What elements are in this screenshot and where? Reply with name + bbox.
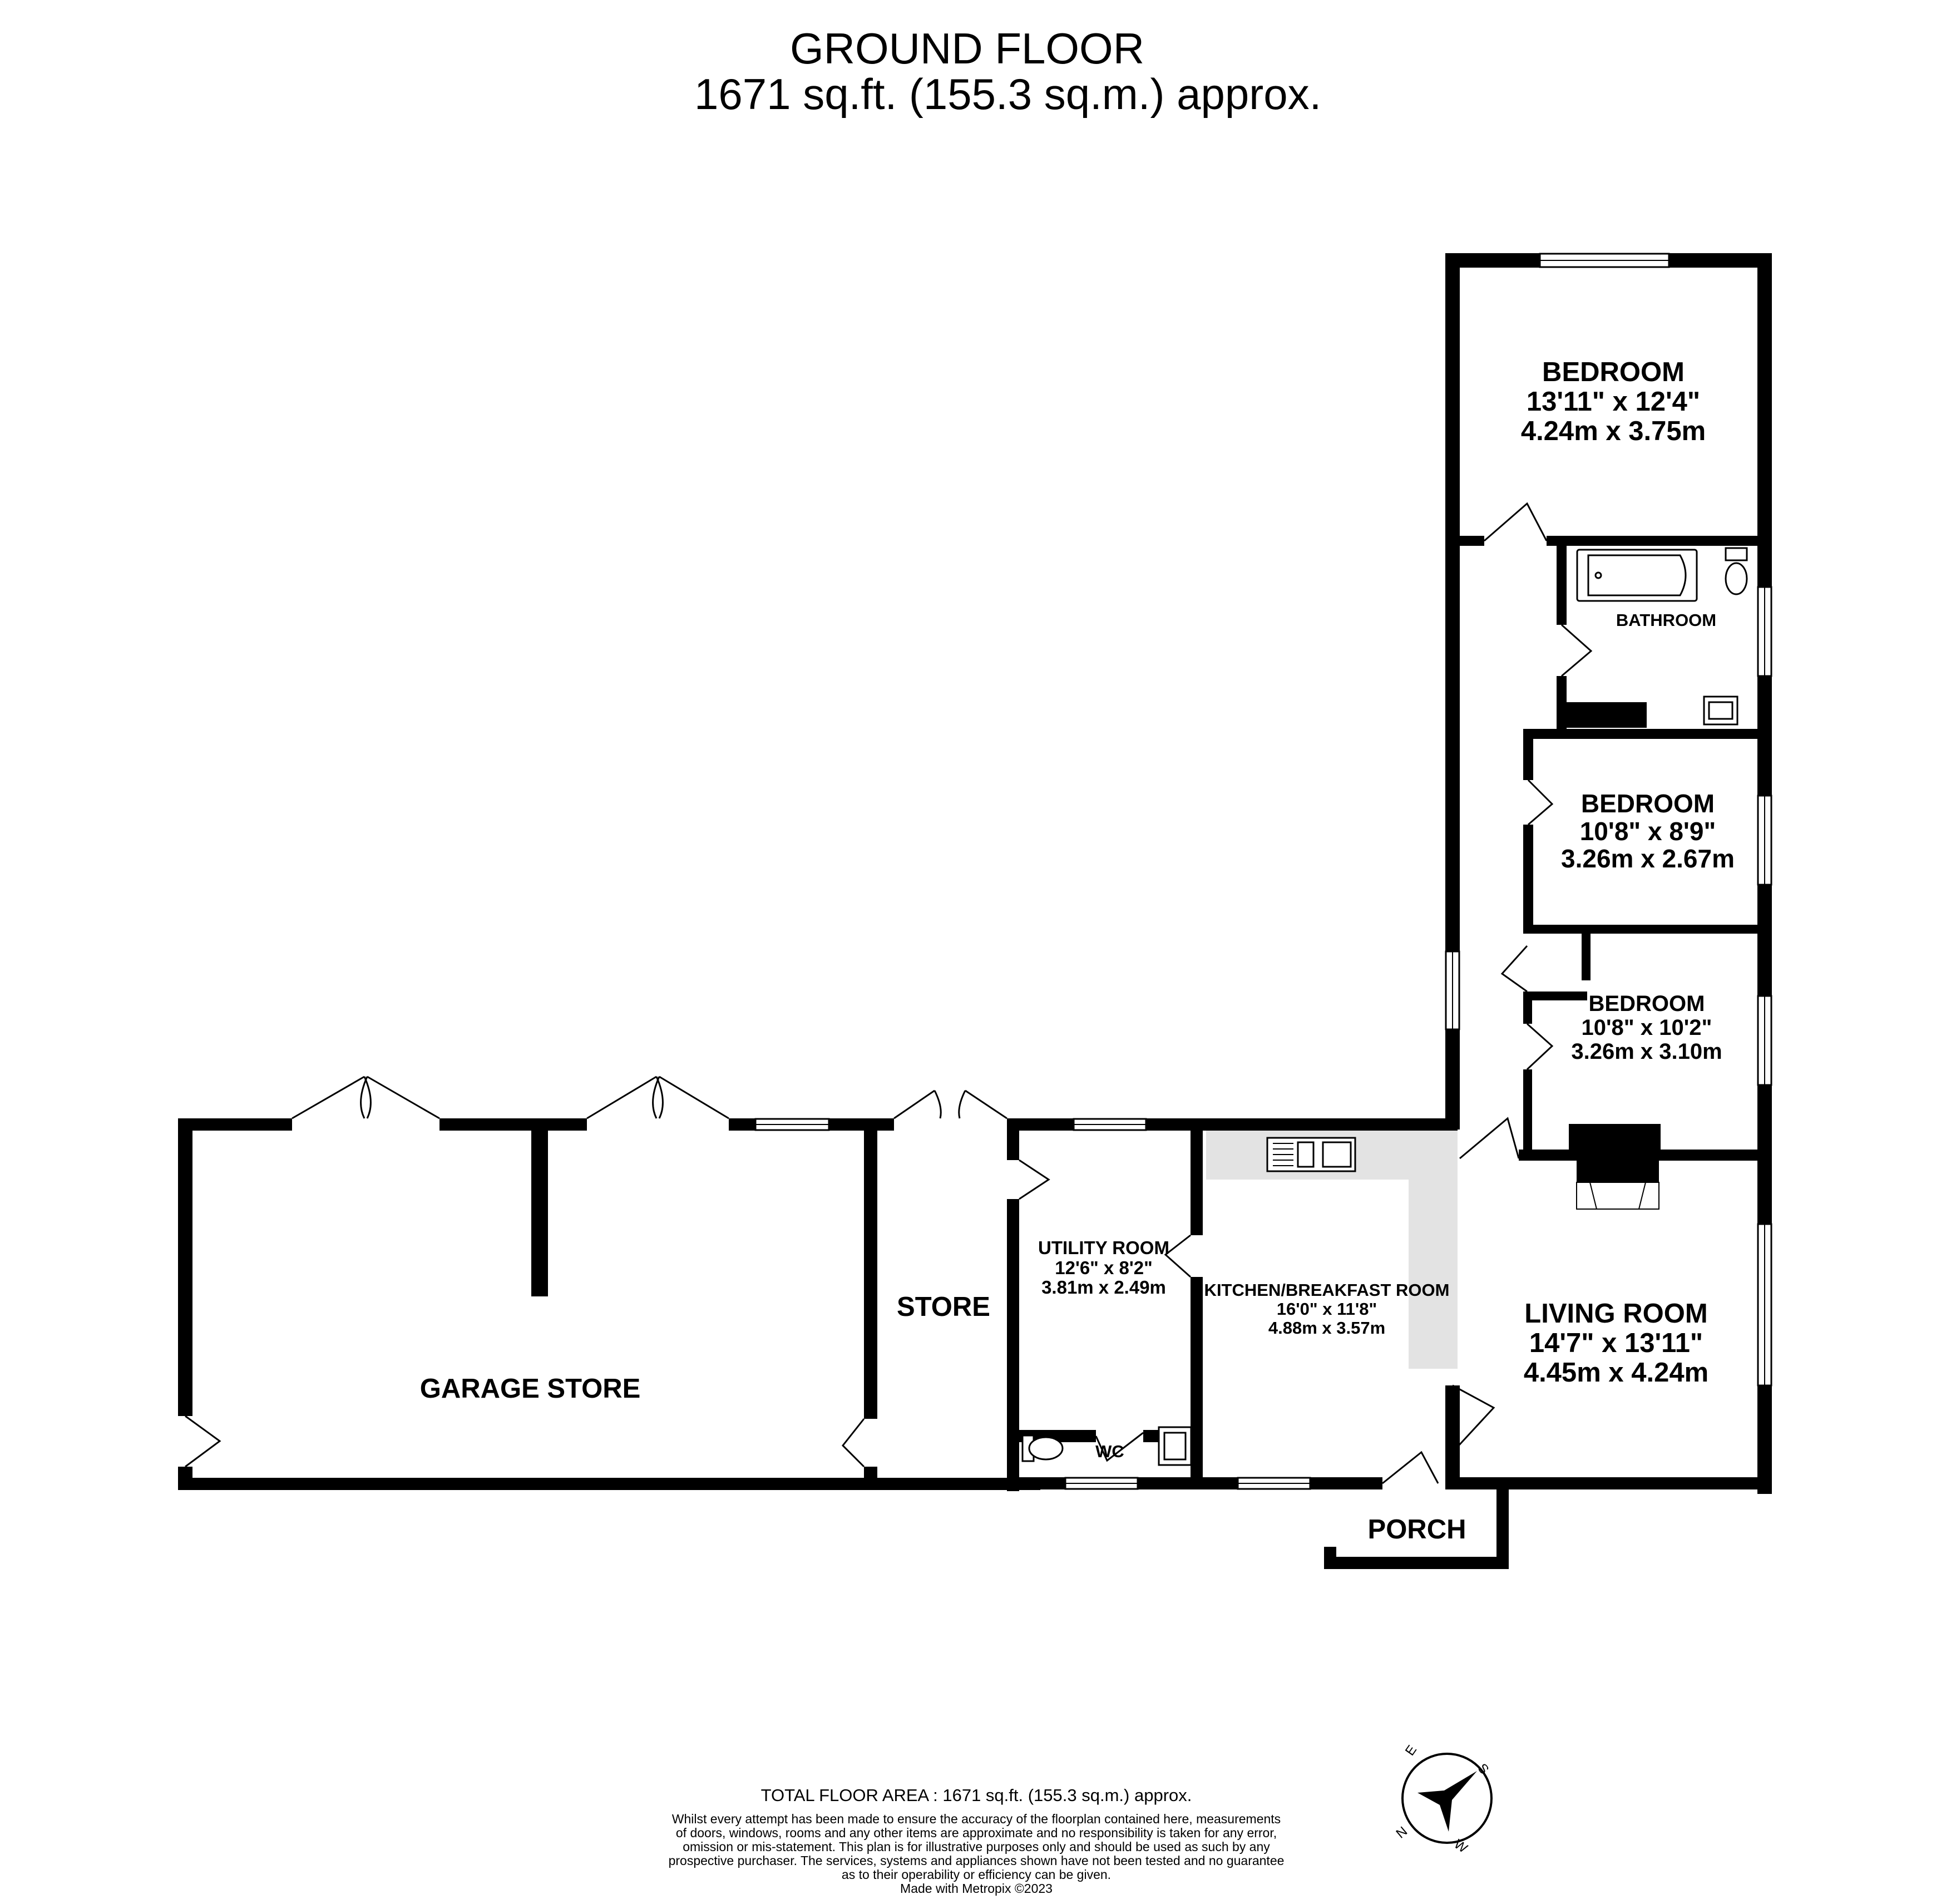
bathroom-toilet-icon: [1725, 547, 1748, 561]
room-name: LIVING ROOM: [1524, 1299, 1708, 1329]
total-floor-area: TOTAL FLOOR AREA : 1671 sq.ft. (155.3 sq…: [760, 1785, 1192, 1805]
disclaimer-line: omission or mis-statement. This plan is …: [683, 1839, 1270, 1854]
compass-n-label: N: [1394, 1824, 1411, 1842]
room-name: UTILITY ROOM: [1038, 1237, 1169, 1258]
walls: [178, 253, 1772, 1569]
kitchen-worktop: [1206, 1129, 1458, 1369]
room-metric: 3.26m x 2.67m: [1560, 844, 1735, 874]
room-label-bedroom-2: BEDROOM 10'8" x 8'9" 3.26m x 2.67m: [1561, 790, 1735, 873]
bedroom-chimney: [1577, 1128, 1659, 1184]
room-metric: 3.81m x 2.49m: [1041, 1277, 1166, 1298]
room-imperial: 16'0" x 11'8": [1276, 1299, 1377, 1319]
room-imperial: 10'8" x 8'9": [1579, 816, 1716, 846]
credit: Made with Metropix ©2023: [900, 1881, 1053, 1896]
room-name: BEDROOM: [1580, 789, 1715, 818]
room-name: WC: [1095, 1442, 1124, 1461]
room-name: BATHROOM: [1616, 610, 1717, 630]
compass-icon: [1401, 1753, 1493, 1844]
doors: [185, 502, 1593, 1484]
disclaimer-line: Whilst every attempt has been made to en…: [671, 1812, 1281, 1827]
room-label-kitchen: KITCHEN/BREAKFAST ROOM 16'0" x 11'8" 4.8…: [1204, 1280, 1450, 1338]
compass-w-label: W: [1451, 1837, 1470, 1856]
room-name: STORE: [897, 1292, 990, 1322]
room-label-bedroom-1: BEDROOM 13'11" x 12'4" 4.24m x 3.75m: [1521, 358, 1706, 446]
room-metric: 4.45m x 4.24m: [1523, 1357, 1709, 1388]
room-label-wc: WC: [1095, 1442, 1124, 1461]
fixtures: [1021, 547, 1748, 1466]
footer: TOTAL FLOOR AREA : 1671 sq.ft. (155.3 sq…: [669, 1786, 1285, 1895]
floor-title: GROUND FLOOR: [790, 24, 1145, 73]
disclaimer-line: of doors, windows, rooms and any other i…: [675, 1826, 1277, 1841]
room-metric: 4.24m x 3.75m: [1520, 416, 1706, 446]
disclaimer-line: as to their operability or efficiency ca…: [841, 1867, 1112, 1882]
room-label-garage-store: GARAGE STORE: [420, 1374, 641, 1404]
floor-area: 1671 sq.ft. (155.3 sq.m.) approx.: [694, 70, 1322, 119]
room-label-utility: UTILITY ROOM 12'6" x 8'2" 3.81m x 2.49m: [1038, 1238, 1169, 1298]
compass-e-label: E: [1402, 1743, 1420, 1759]
room-label-living-room: LIVING ROOM 14'7" x 13'11" 4.45m x 4.24m: [1524, 1299, 1708, 1388]
room-name: BEDROOM: [1588, 992, 1705, 1016]
room-imperial: 10'8" x 10'2": [1581, 1015, 1712, 1040]
room-imperial: 12'6" x 8'2": [1055, 1257, 1153, 1278]
room-label-porch: PORCH: [1368, 1515, 1466, 1545]
room-imperial: 14'7" x 13'11": [1529, 1328, 1703, 1358]
room-name: BEDROOM: [1542, 357, 1685, 387]
compass-s-label: S: [1474, 1761, 1491, 1778]
room-label-bathroom: BATHROOM: [1616, 610, 1717, 630]
room-label-bedroom-3: BEDROOM 10'8" x 10'2" 3.26m x 3.10m: [1571, 992, 1722, 1064]
room-label-store: STORE: [897, 1293, 990, 1322]
room-metric: 3.26m x 3.10m: [1571, 1039, 1722, 1064]
room-name: PORCH: [1367, 1515, 1466, 1545]
room-imperial: 13'11" x 12'4": [1526, 386, 1701, 417]
room-metric: 4.88m x 3.57m: [1268, 1318, 1386, 1338]
room-name: KITCHEN/BREAKFAST ROOM: [1204, 1280, 1450, 1300]
disclaimer-line: prospective purchaser. The services, sys…: [668, 1853, 1285, 1868]
living-room-hearth: [1576, 1182, 1659, 1210]
room-name: GARAGE STORE: [419, 1374, 641, 1404]
